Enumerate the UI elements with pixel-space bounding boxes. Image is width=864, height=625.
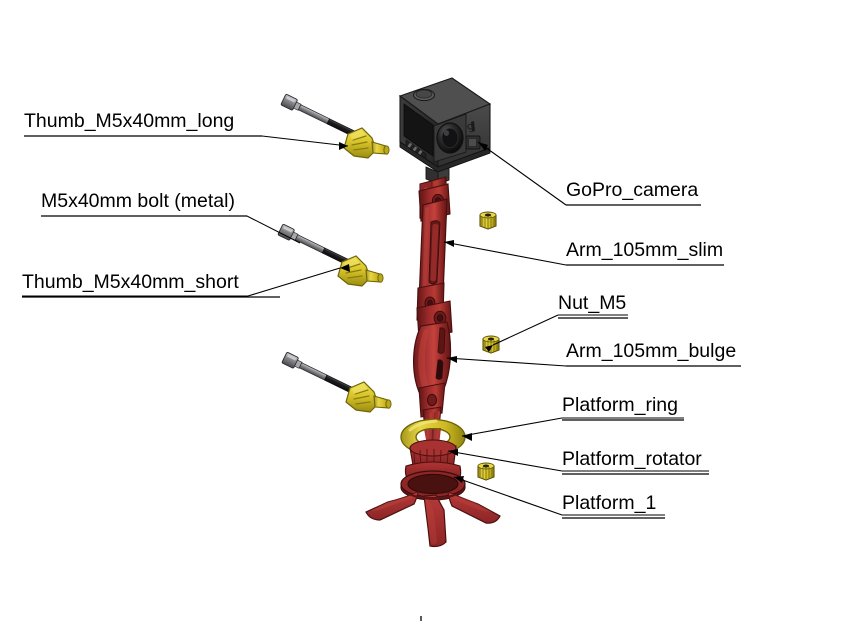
- label-thumb-m5x40mm-long: Thumb_M5x40mm_long: [24, 110, 235, 132]
- leader-line-platform-1: [453, 476, 563, 516]
- part-nut-2: [482, 335, 500, 354]
- part-bolt-1: [280, 94, 357, 138]
- leader-line-platform-rotator: [447, 450, 563, 472]
- label-thumb-m5x40mm-short: Thumb_M5x40mm_short: [22, 271, 239, 293]
- part-nut-3: [477, 462, 495, 481]
- leader-arrowheads: [339, 142, 493, 483]
- label-m5x40mm-bolt-metal: M5x40mm bolt (metal): [41, 190, 235, 212]
- leader-line-arm-slim: [443, 241, 567, 266]
- leader-line-thumb-long: [261, 135, 349, 147]
- label-arm-105mm-slim: Arm_105mm_slim: [566, 239, 724, 261]
- leader-line-arm-bulge: [446, 357, 567, 367]
- part-gopro-camera: 9: [398, 77, 492, 185]
- label-gopro-camera: GoPro_camera: [566, 179, 699, 201]
- leader-line-nut-m5: [492, 314, 559, 346]
- part-thumbscrew-3: [345, 381, 392, 413]
- label-platform-ring: Platform_ring: [562, 394, 678, 416]
- leader-line-platform-ring: [461, 417, 563, 437]
- label-underlines: [22, 135, 741, 519]
- part-thumbscrew-2: [337, 255, 384, 287]
- label-platform-rotator: Platform_rotator: [562, 448, 702, 470]
- artifact-dot: [420, 616, 422, 621]
- leader-line-thumb-short: [22, 267, 341, 297]
- leader-line-gopro: [477, 141, 567, 206]
- label-nut-m5: Nut_M5: [558, 292, 627, 314]
- svg-text:9: 9: [465, 120, 476, 136]
- part-thumbscrew-1: [343, 127, 390, 159]
- part-arm-105mm-slim: [416, 183, 451, 321]
- part-bolt-3: [281, 352, 358, 396]
- label-arm-105mm-bulge: Arm_105mm_bulge: [566, 340, 737, 362]
- part-platform-1: [365, 470, 501, 548]
- label-platform-1: Platform_1: [562, 492, 657, 514]
- part-nut-1: [479, 211, 497, 230]
- leader-line-bolt-metal: [41, 215, 301, 244]
